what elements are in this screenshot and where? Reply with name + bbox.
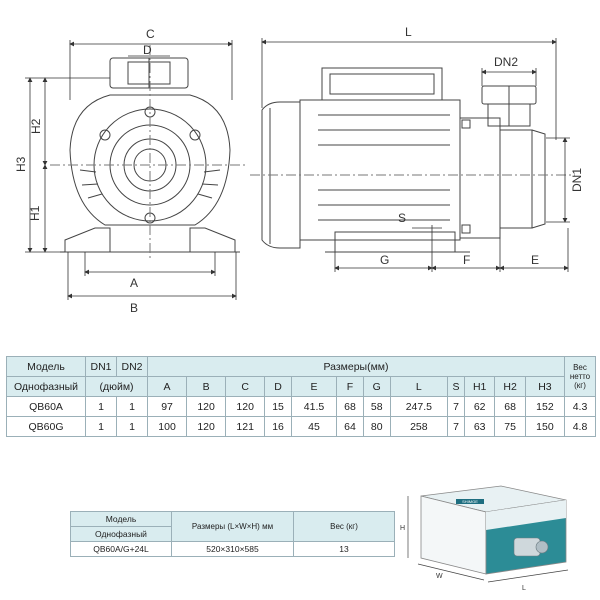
dim-h1-label: H1 — [28, 205, 42, 221]
col-a: A — [146, 376, 188, 397]
row-c: 121 — [225, 416, 266, 437]
dim-h2-label: H2 — [29, 118, 43, 134]
brand-logo-text: SHIMGE — [462, 499, 478, 504]
packaging-table: Модель Размеры (L×W×H) мм Вес (кг) Одноф… — [70, 511, 395, 557]
col-e: E — [290, 376, 338, 397]
packaging-box-illustration: SHIMGE H W L — [400, 485, 569, 592]
col-h2: H2 — [494, 376, 526, 397]
dim-l-label: L — [405, 25, 412, 39]
dim-g-label: G — [380, 253, 389, 267]
spec-subheader-row: Однофазный (дюйм) A B C D E F G L S H1 H… — [6, 376, 596, 397]
front-view — [50, 45, 248, 260]
row-c: 120 — [225, 396, 266, 417]
row-f: 64 — [336, 416, 364, 437]
row-h2: 75 — [494, 416, 526, 437]
dim-dn2-label: DN2 — [494, 55, 518, 69]
col-f: F — [336, 376, 364, 397]
row-b: 120 — [186, 396, 227, 417]
row-s: 7 — [447, 396, 465, 417]
dim-d-label: D — [143, 43, 152, 57]
row-h1: 63 — [463, 416, 496, 437]
pack-header-row: Модель Размеры (L×W×H) мм Вес (кг) — [70, 511, 395, 542]
spec-header-row: Модель DN1 DN2 Размеры(мм) Вес нетто (кг… — [6, 356, 596, 397]
phase-header: Однофазный — [6, 376, 86, 397]
box-dim-h: H — [400, 525, 405, 532]
side-view — [250, 67, 575, 253]
row-a: 100 — [146, 416, 188, 437]
pack-model: QB60A/G+24L — [70, 541, 172, 557]
box-dim-w: W — [436, 573, 443, 580]
col-h1: H1 — [463, 376, 496, 397]
row-h3: 150 — [524, 416, 566, 437]
row-l: 247.5 — [389, 396, 449, 417]
row-l: 258 — [389, 416, 449, 437]
pack-size: 520×310×585 — [171, 541, 294, 557]
dim-s-label: S — [398, 211, 406, 225]
pack-phase-header: Однофазный — [70, 526, 172, 542]
brand-logo — [456, 499, 484, 504]
pack-weight: 13 — [293, 541, 395, 557]
row-h2: 68 — [494, 396, 526, 417]
row-g: 58 — [362, 396, 391, 417]
dim-b-label: B — [130, 301, 138, 315]
row-d: 16 — [264, 416, 292, 437]
row-b: 120 — [186, 416, 227, 437]
row-e: 41.5 — [290, 396, 338, 417]
spec-table: Модель DN1 DN2 Размеры(мм) Вес нетто (кг… — [6, 356, 596, 437]
row-dn1: 1 — [85, 416, 117, 437]
table-row: QB60A/G+24L 520×310×585 13 — [70, 541, 395, 557]
pump-technical-drawing: C D H3 H2 H1 A B — [14, 25, 584, 315]
table-row: QB60G 1 1 100 120 121 16 45 64 80 258 7 … — [6, 416, 596, 437]
row-dn2: 1 — [116, 396, 148, 417]
row-model: QB60A — [6, 396, 86, 417]
row-e: 45 — [290, 416, 338, 437]
pack-model-header: Модель — [70, 511, 172, 527]
dim-f-label: F — [463, 253, 470, 267]
row-dn1: 1 — [85, 396, 117, 417]
row-weight: 4.8 — [564, 416, 596, 437]
dim-h3-label: H3 — [14, 156, 28, 172]
dim-c-label: C — [146, 27, 155, 41]
dn2-header: DN2 — [116, 356, 148, 377]
sizes-header: Размеры(мм) — [147, 356, 565, 377]
row-g: 80 — [362, 416, 391, 437]
col-c: C — [225, 376, 266, 397]
row-weight: 4.3 — [564, 396, 596, 417]
col-l: L — [389, 376, 449, 397]
pack-subheader-row: Однофазный — [70, 526, 395, 542]
model-header: Модель — [6, 356, 86, 377]
dim-dn1-label: DN1 — [570, 168, 584, 192]
col-d: D — [264, 376, 292, 397]
row-d: 15 — [264, 396, 292, 417]
row-model: QB60G — [6, 416, 86, 437]
row-a: 97 — [146, 396, 188, 417]
dim-e-label: E — [531, 253, 539, 267]
col-b: B — [186, 376, 227, 397]
inch-header: (дюйм) — [85, 376, 148, 397]
pack-size-header: Размеры (L×W×H) мм — [171, 511, 294, 542]
box-dim-l: L — [522, 585, 526, 592]
row-f: 68 — [336, 396, 364, 417]
col-h3: H3 — [524, 376, 566, 397]
weight-header: Вес нетто (кг) — [564, 356, 596, 397]
col-s: S — [447, 376, 465, 397]
dim-a-label: A — [130, 276, 138, 290]
row-h1: 62 — [463, 396, 496, 417]
row-h3: 152 — [524, 396, 566, 417]
table-row: QB60A 1 1 97 120 120 15 41.5 68 58 247.5… — [6, 396, 596, 417]
col-g: G — [362, 376, 391, 397]
dn1-header: DN1 — [85, 356, 117, 377]
pack-weight-header: Вес (кг) — [293, 511, 395, 542]
row-s: 7 — [447, 416, 465, 437]
row-dn2: 1 — [116, 416, 148, 437]
